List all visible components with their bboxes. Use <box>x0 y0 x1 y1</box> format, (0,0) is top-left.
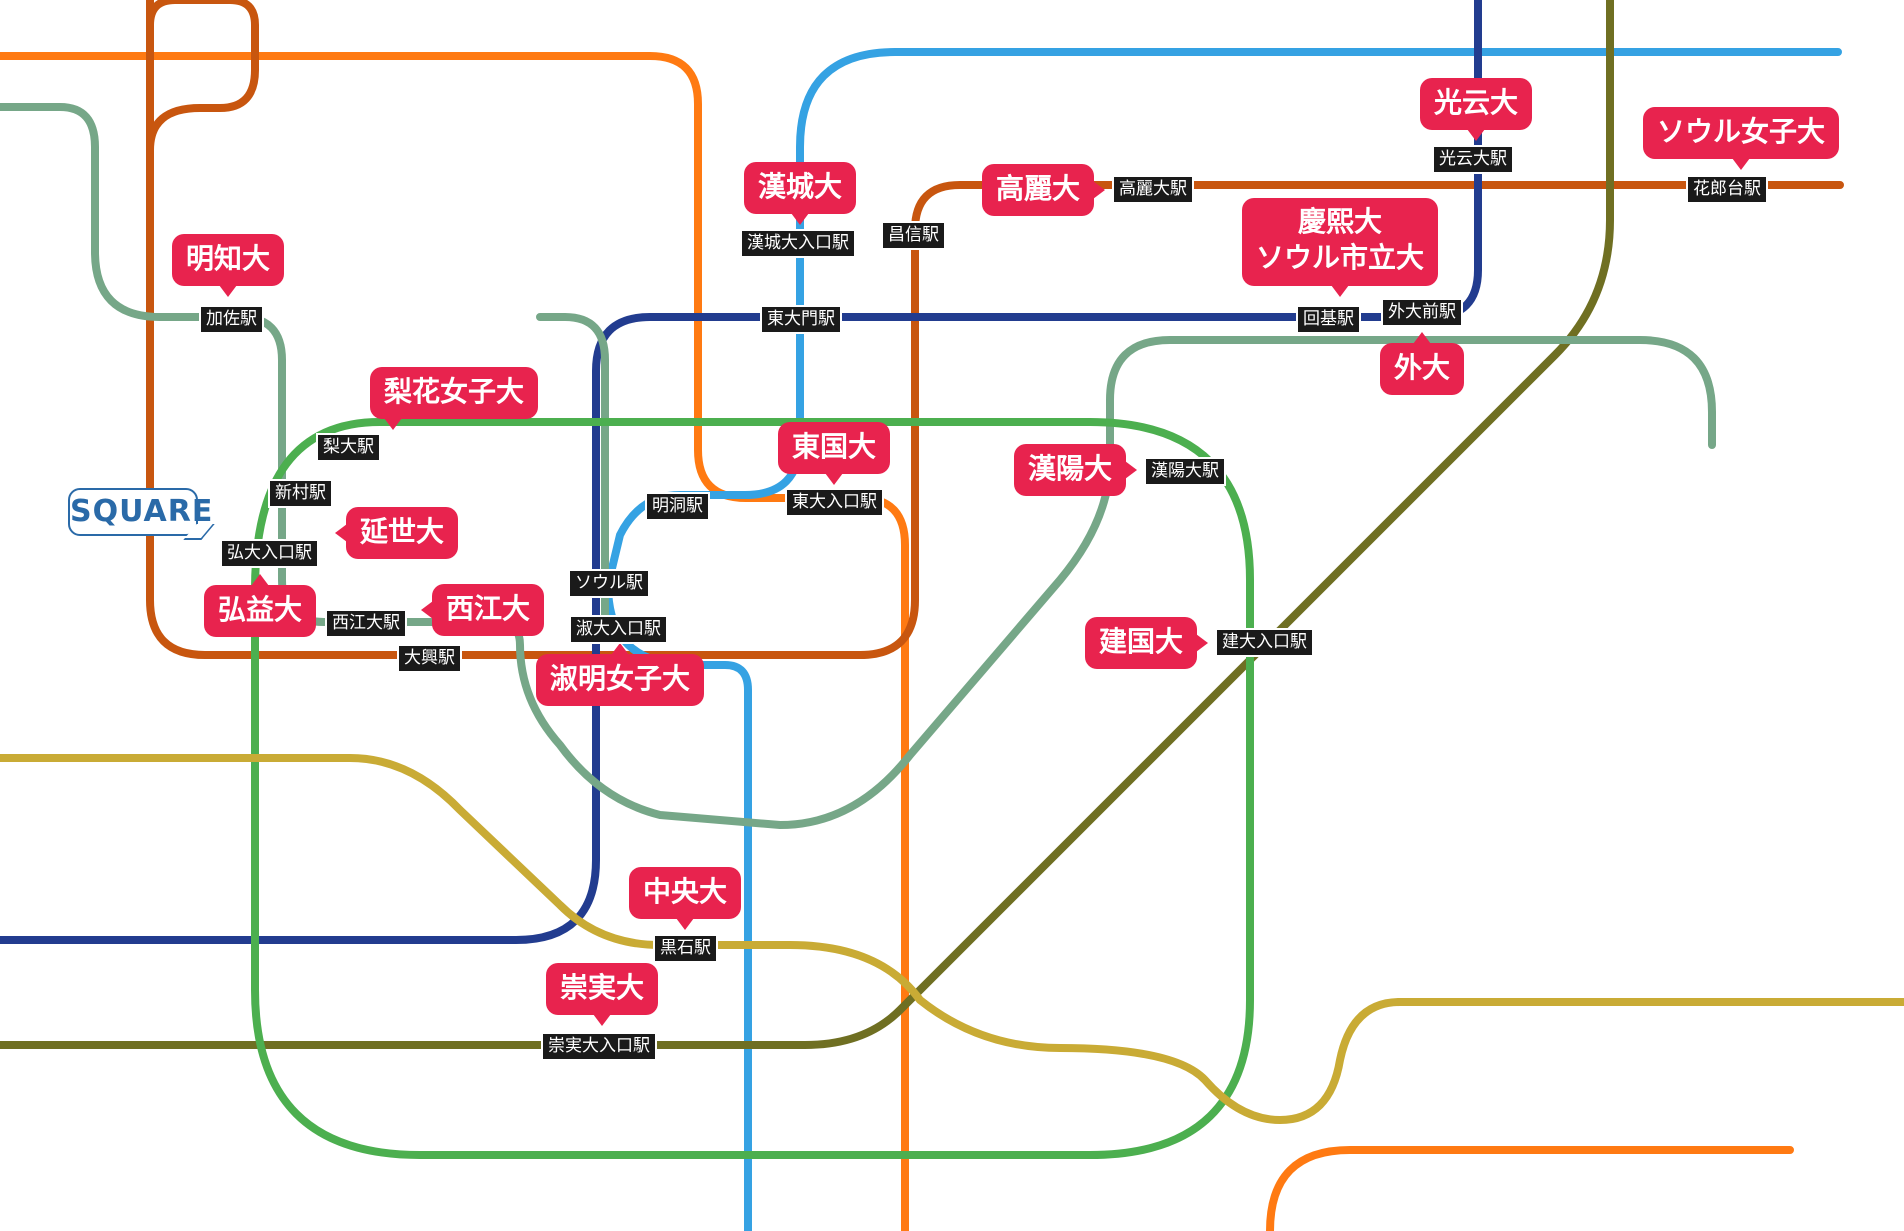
station-daeheung[interactable]: 大興駅 <box>397 644 462 673</box>
olive-line <box>0 0 1614 1049</box>
square-logo: SQUARE <box>68 488 212 536</box>
station-dongdae[interactable]: 東大入口駅 <box>785 488 884 517</box>
university-seoulwomen[interactable]: ソウル女子大 <box>1643 107 1840 170</box>
station-hwarangdae[interactable]: 花郎台駅 <box>1686 175 1768 204</box>
university-kyunghee: 慶熙大 <box>1298 205 1383 238</box>
university-kyunghee-seoulcity[interactable]: 慶熙大 ソウル市立大 <box>1242 198 1439 297</box>
orange-line-south <box>1266 1146 1794 1231</box>
orange-line <box>0 52 909 1231</box>
university-konkuk[interactable]: 建国大 <box>1085 617 1209 669</box>
university-sogang[interactable]: 西江大 <box>420 584 545 636</box>
brown-line-loop <box>146 0 259 154</box>
green-line <box>251 418 1254 1159</box>
station-gajwa[interactable]: 加佐駅 <box>199 305 264 334</box>
station-sogang[interactable]: 西江大駅 <box>325 609 407 638</box>
station-myeongdong[interactable]: 明洞駅 <box>645 492 710 521</box>
university-ewha[interactable]: 梨花女子大 <box>370 367 539 430</box>
university-hufs[interactable]: 外大 <box>1380 332 1465 395</box>
station-idae[interactable]: 梨大駅 <box>316 433 381 462</box>
university-hansung[interactable]: 漢城大 <box>744 162 857 225</box>
station-hongdae[interactable]: 弘大入口駅 <box>220 539 319 568</box>
university-kwangwoon[interactable]: 光云大 <box>1420 78 1533 141</box>
station-sinchon[interactable]: 新村駅 <box>268 479 333 508</box>
sage-line <box>0 103 1716 829</box>
station-hoegi[interactable]: 回基駅 <box>1296 305 1361 334</box>
navy-line <box>0 0 1482 944</box>
university-hanyang[interactable]: 漢陽大 <box>1014 444 1138 496</box>
station-soongsil[interactable]: 崇実大入口駅 <box>541 1032 657 1061</box>
station-hansung[interactable]: 漢城大入口駅 <box>740 229 856 258</box>
station-changsin[interactable]: 昌信駅 <box>881 221 946 250</box>
university-chungang[interactable]: 中央大 <box>629 867 742 930</box>
university-soongsil[interactable]: 崇実大 <box>546 963 659 1026</box>
brown-line <box>146 0 1844 659</box>
station-dongdaemun[interactable]: 東大門駅 <box>760 305 842 334</box>
university-korea[interactable]: 高麗大 <box>982 164 1106 216</box>
university-meiji[interactable]: 明知大 <box>172 234 285 297</box>
station-kwangwoon[interactable]: 光云大駅 <box>1432 145 1514 174</box>
sage-line-branch <box>536 313 609 644</box>
university-sookmyung[interactable]: 淑明女子大 <box>536 643 705 706</box>
university-seoulcity: ソウル市立大 <box>1256 241 1425 274</box>
station-korea[interactable]: 高麗大駅 <box>1112 175 1194 204</box>
university-yonsei[interactable]: 延世大 <box>334 507 459 559</box>
station-seoul[interactable]: ソウル駅 <box>568 569 650 598</box>
yellow-line <box>0 754 1904 1124</box>
station-hufs[interactable]: 外大前駅 <box>1381 298 1463 327</box>
station-heukseok[interactable]: 黒石駅 <box>653 934 718 963</box>
station-konkuk[interactable]: 建大入口駅 <box>1215 628 1314 657</box>
station-hanyang[interactable]: 漢陽大駅 <box>1144 457 1226 486</box>
station-sookdae[interactable]: 淑大入口駅 <box>569 615 668 644</box>
university-dongguk[interactable]: 東国大 <box>778 422 891 485</box>
university-hongik[interactable]: 弘益大 <box>204 574 317 637</box>
